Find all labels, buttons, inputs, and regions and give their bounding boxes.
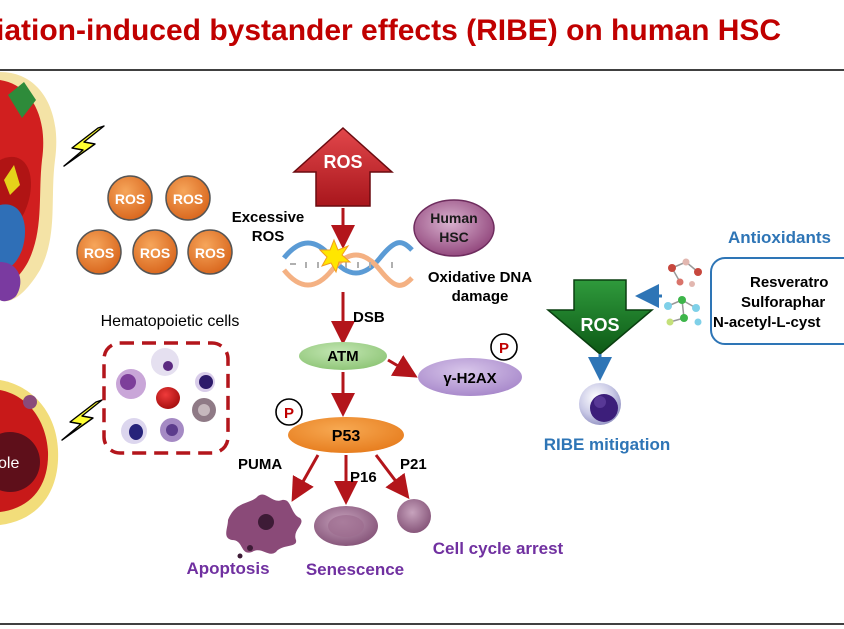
- gamma-h2ax-node: γ-H2AX: [418, 358, 522, 396]
- ros-decrease-arrow: ROS: [545, 279, 655, 355]
- apoptosis-label: Apoptosis: [186, 559, 269, 578]
- ros-increase-arrow: ROS: [292, 126, 394, 207]
- antioxidants-box: [710, 257, 844, 345]
- svg-text:ROS: ROS: [115, 191, 145, 207]
- blood-cells-icon: [116, 348, 216, 444]
- lightning-bolt-icon: [63, 125, 105, 167]
- svg-text:P53: P53: [332, 428, 361, 445]
- healthy-hsc-icon: [579, 383, 621, 425]
- ros-circle-cluster: ROS ROS ROS ROS ROS: [76, 175, 233, 275]
- antioxidant-item: Resveratro: [750, 274, 828, 291]
- molecule-icon: [668, 258, 702, 287]
- oxidative-dna-damage-label: damage: [452, 288, 509, 305]
- pathway-arrow: [291, 454, 320, 502]
- dsb-label: DSB: [353, 309, 385, 326]
- svg-text:γ-H2AX: γ-H2AX: [443, 370, 496, 387]
- cell-cycle-arrest-label: Cell cycle arrest: [433, 539, 564, 558]
- dna-helix-icon: [282, 238, 414, 288]
- svg-text:ROS: ROS: [323, 152, 362, 172]
- tissue-illustration-top: [0, 72, 57, 302]
- svg-text:P: P: [499, 340, 509, 357]
- human-hsc-cell: Human HSC: [413, 199, 495, 257]
- p21-label: P21: [400, 456, 427, 473]
- diagram-title: iation-induced bystander effects (RIBE) …: [0, 14, 781, 47]
- p53-node: P53: [288, 417, 404, 453]
- svg-text:ATM: ATM: [327, 348, 358, 365]
- ros-circle: ROS: [107, 175, 153, 221]
- ros-circle: ROS: [76, 229, 122, 275]
- excessive-ros-label: Excessive: [232, 209, 305, 226]
- ribe-mitigation-label: RIBE mitigation: [544, 435, 671, 454]
- atm-node: ATM: [299, 342, 387, 370]
- arrested-cell-icon: [397, 499, 431, 533]
- svg-text:ROS: ROS: [84, 245, 114, 261]
- lightning-bolt-icon: [61, 399, 103, 441]
- svg-text:Human: Human: [430, 210, 477, 226]
- senescence-label: Senescence: [306, 560, 404, 579]
- antioxidants-label: Antioxidants: [728, 228, 831, 247]
- svg-text:ROS: ROS: [140, 245, 170, 261]
- svg-text:HSC: HSC: [439, 229, 469, 245]
- puma-label: PUMA: [238, 456, 282, 473]
- phosphorylation-badge: P: [275, 398, 303, 426]
- dna-break-icon: [318, 238, 352, 274]
- left-cell-label: ole: [0, 455, 19, 472]
- antioxidant-item: N-acetyl-L-cyst: [713, 314, 821, 331]
- hematopoietic-cells-label: Hematopoietic cells: [101, 313, 240, 330]
- p16-label: P16: [350, 469, 377, 486]
- tissue-illustration-bottom: ole: [0, 380, 59, 525]
- oxidative-dna-damage-label: Oxidative DNA: [428, 269, 532, 286]
- svg-text:ROS: ROS: [195, 245, 225, 261]
- svg-text:ROS: ROS: [173, 191, 203, 207]
- hematopoietic-cells-box: [102, 341, 230, 455]
- pathway-arrow: [387, 355, 418, 378]
- molecule-icon: [664, 296, 702, 326]
- pathway-arrow: [374, 454, 410, 500]
- svg-text:ROS: ROS: [580, 315, 619, 335]
- svg-text:P: P: [284, 405, 294, 422]
- senescent-cell-icon: [314, 506, 378, 546]
- apoptotic-cell-icon: [226, 494, 302, 559]
- ros-circle: ROS: [132, 229, 178, 275]
- antioxidant-item: Sulforaphar: [741, 294, 825, 311]
- excessive-ros-label: ROS: [252, 228, 285, 245]
- ros-circle: ROS: [165, 175, 211, 221]
- phosphorylation-badge: P: [490, 333, 518, 361]
- ros-circle: ROS: [187, 229, 233, 275]
